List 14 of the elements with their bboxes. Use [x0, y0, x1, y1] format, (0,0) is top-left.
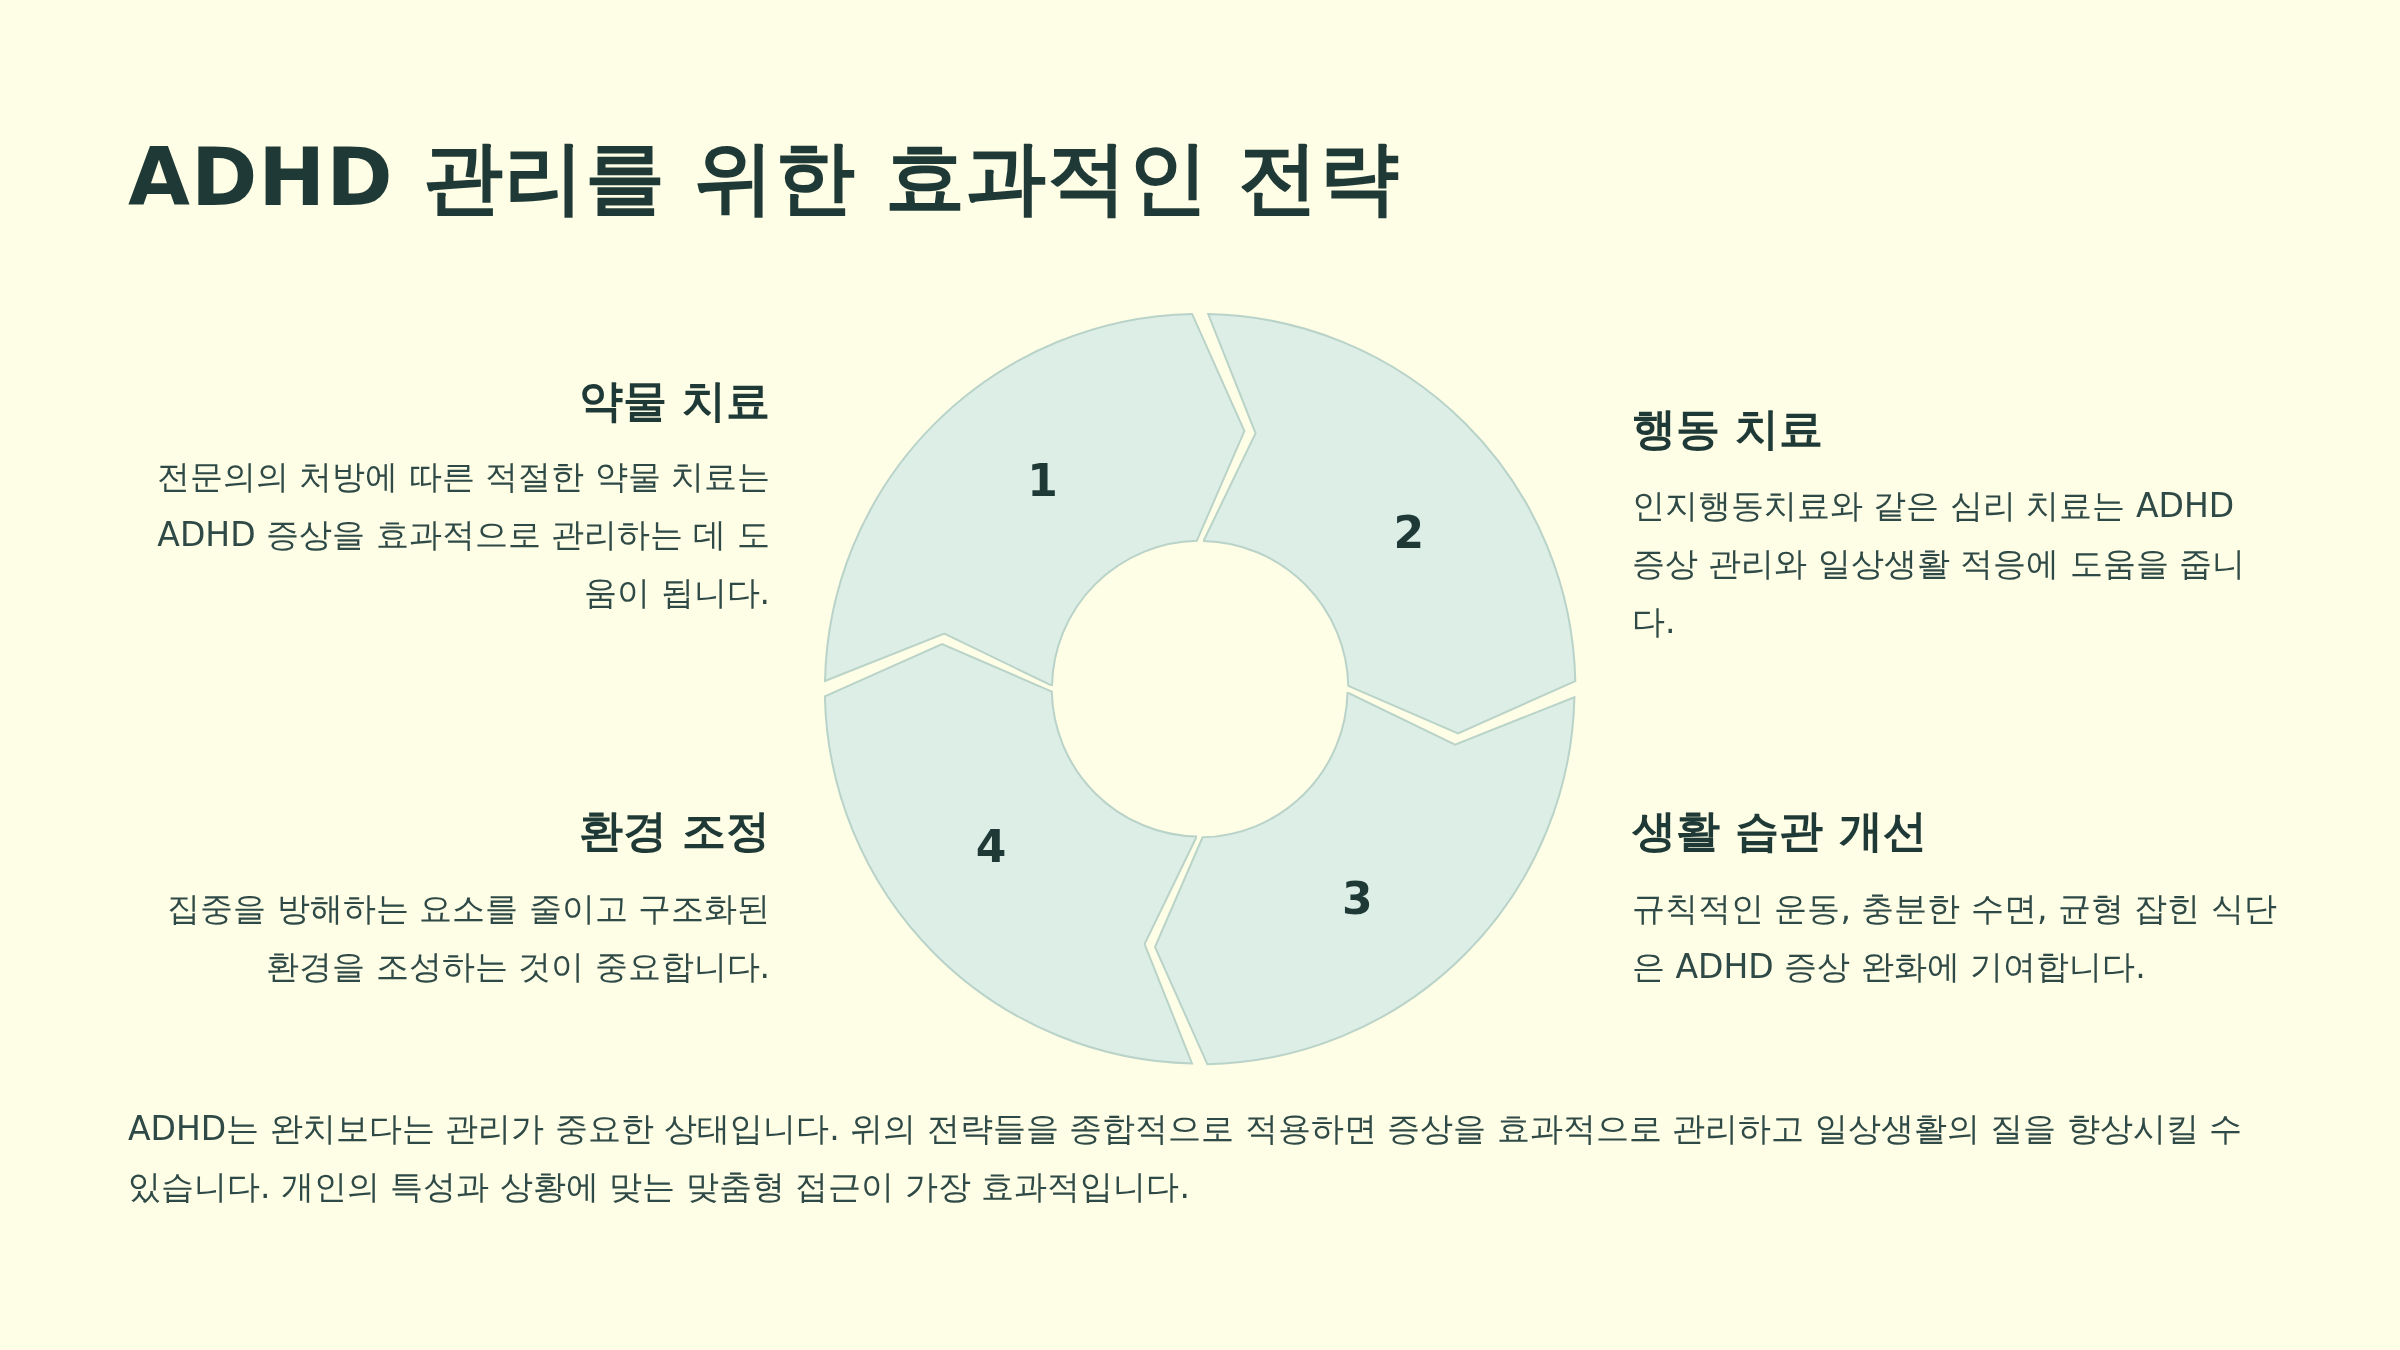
strategy-description: 전문의의 처방에 따른 적절한 약물 치료는 ADHD 증상을 효과적으로 관리하는 데 도움이 됩니다. — [156, 457, 770, 612]
summary-paragraph: ADHD는 완치보다는 관리가 중요한 상태입니다. 위의 전략들을 종합적으로 적용하면 증상을 효과적으로 관리하고 일상생활의 질을 향상시킬 수 있습니다. 개인의 특성과 상황에 맞는 맞춤형 접근이 가장 효과적입니다. — [128, 1108, 2244, 1208]
strategy-heading: 환경 조정 — [578, 805, 770, 856]
step-number: 2 — [1393, 506, 1425, 558]
strategy-description: 집중을 방해하는 요소를 줄이고 구조화된 환경을 조성하는 것이 중요합니다. — [167, 889, 770, 986]
strategy-heading: 행동 치료 — [1632, 403, 1824, 454]
strategy-heading: 생활 습관 개선 — [1632, 805, 1927, 856]
strategy-description: 규칙적인 운동, 충분한 수면, 균형 잡힌 식단은 ADHD 증상 완화에 기여합니다. — [1632, 889, 2277, 986]
step-number: 4 — [975, 820, 1007, 872]
step-number: 3 — [1342, 872, 1373, 924]
title: ADHD 관리를 위한 효과적인 전략 — [128, 130, 1401, 226]
step-number: 1 — [1027, 454, 1058, 506]
strategy-heading: 약물 치료 — [578, 375, 770, 426]
strategy-description: 인지행동치료와 같은 심리 치료는 ADHD 증상 관리와 일상생활 적응에 도움을 줍니다. — [1632, 486, 2246, 641]
